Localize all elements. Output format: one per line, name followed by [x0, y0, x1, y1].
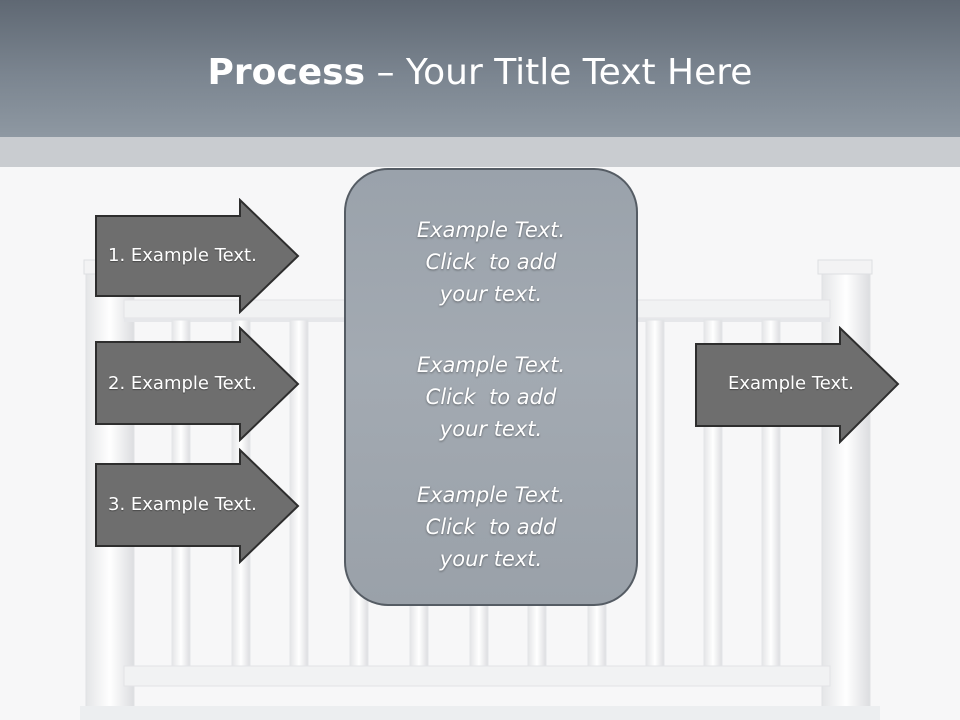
process-arrow-2-label: 2. Example Text.	[108, 373, 257, 394]
center-text-line: Click to add	[425, 385, 557, 409]
center-text-line: your text.	[439, 417, 543, 441]
right-arrow-icon	[95, 448, 300, 564]
center-text-box[interactable]: Example Text. Click to add your text. Ex…	[344, 168, 638, 606]
center-text-line: Click to add	[425, 515, 557, 539]
right-arrow-icon	[95, 326, 300, 442]
result-arrow-label: Example Text.	[728, 373, 854, 394]
title-rest-part: – Your Title Text Here	[365, 52, 753, 93]
right-arrow-icon	[95, 198, 300, 314]
title-bold-part: Process	[207, 52, 366, 93]
process-arrow-3[interactable]: 3. Example Text.	[94, 448, 300, 564]
process-arrow-2[interactable]: 2. Example Text.	[94, 326, 300, 442]
slide-title[interactable]: Process – Your Title Text Here	[0, 52, 960, 93]
process-arrow-1-label: 1. Example Text.	[108, 245, 257, 266]
center-text-block-3[interactable]: Example Text. Click to add your text.	[346, 479, 636, 575]
center-text-line: Example Text.	[416, 353, 566, 377]
title-underband	[0, 137, 960, 167]
center-text-line: Example Text.	[416, 483, 566, 507]
process-arrow-3-label: 3. Example Text.	[108, 494, 257, 515]
process-arrow-1[interactable]: 1. Example Text.	[94, 198, 300, 314]
right-arrow-icon	[695, 326, 900, 444]
center-text-block-2[interactable]: Example Text. Click to add your text.	[346, 349, 636, 445]
center-text-line: your text.	[439, 282, 543, 306]
center-text-line: Example Text.	[416, 218, 566, 242]
center-text-line: your text.	[439, 547, 543, 571]
result-arrow[interactable]: Example Text.	[694, 326, 900, 444]
center-text-block-1[interactable]: Example Text. Click to add your text.	[346, 214, 636, 310]
title-bar	[0, 0, 960, 137]
center-text-line: Click to add	[425, 250, 557, 274]
